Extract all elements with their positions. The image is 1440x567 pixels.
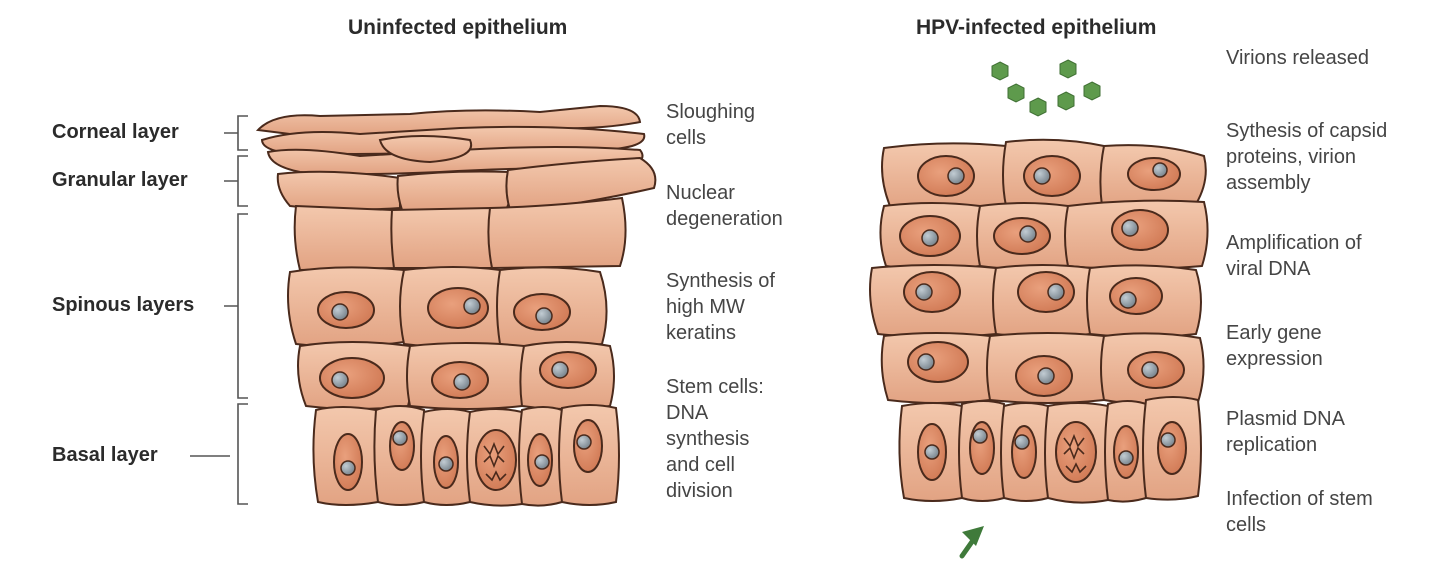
hpv-infected-epithelium [869,138,1209,504]
virion-icon [1059,59,1077,79]
label-spinous-layers: Spinous layers [52,294,195,316]
uninfected-epithelium [255,104,657,507]
uninfected-nucleoli [331,297,592,476]
note-stem-cells: Stem cells: DNA synthesis and cell divis… [666,376,764,502]
granular-cells [276,156,657,212]
note-stem-cell-infection: Infection of stem cells [1226,488,1373,536]
note-nuclear-degeneration: Nuclear degeneration [666,182,783,230]
note-keratin-synthesis: Synthesis of high MW keratins [666,270,775,344]
infected-mitotic-cell [1055,421,1097,483]
title-hpv-infected: HPV-infected epithelium [916,16,1157,39]
note-capsid-synthesis: Sythesis of capsid proteins, virion asse… [1226,120,1388,194]
title-uninfected: Uninfected epithelium [348,16,568,39]
mitotic-cell [475,429,517,491]
label-corneal-layer: Corneal layer [52,121,179,143]
virion-icon [1083,81,1101,101]
note-plasmid-replication: Plasmid DNA replication [1226,408,1345,456]
note-sloughing-cells: Sloughing cells [666,101,755,149]
virions [991,59,1101,117]
note-early-gene-expression: Early gene expression [1226,322,1323,370]
virion-icon [1029,97,1047,117]
upper-spinous-cells [293,196,627,272]
infection-arrow-icon [959,526,984,559]
infected-nucleoli [915,162,1176,466]
virion-icon [1057,91,1075,111]
note-virions-released: Virions released [1226,47,1370,69]
virion-icon [991,61,1009,81]
layer-brackets [190,115,248,505]
virion-icon [1007,83,1025,103]
label-basal-layer: Basal layer [52,444,158,466]
note-viral-dna-amplification: Amplification of viral DNA [1226,232,1362,280]
label-granular-layer: Granular layer [52,169,188,191]
